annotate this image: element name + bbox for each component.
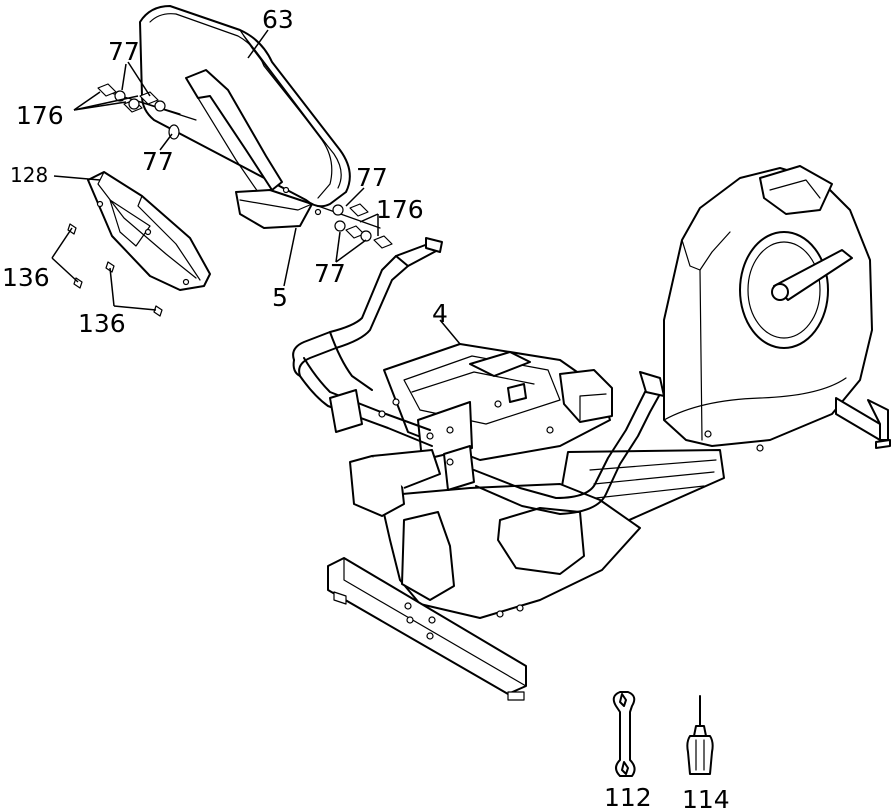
callout-5: 5 — [272, 283, 288, 312]
frame-body — [380, 484, 640, 618]
bolt-icon — [374, 236, 392, 248]
callout-77-right: 77 — [356, 163, 388, 192]
callout-77-right-lower: 77 — [314, 259, 346, 288]
callout-4: 4 — [432, 299, 448, 328]
callout-114: 114 — [682, 785, 730, 810]
callout-128: 128 — [10, 163, 48, 187]
callout-176-right: 176 — [376, 195, 424, 224]
screw-icon — [154, 306, 162, 316]
callout-77-top: 77 — [108, 37, 140, 66]
callout-77-left: 77 — [142, 147, 174, 176]
callout-136-a: 136 — [2, 263, 50, 292]
bolt-icon — [350, 204, 368, 216]
wrench-icon — [614, 692, 635, 776]
washer-icon — [155, 101, 165, 111]
rear-cover — [88, 172, 210, 290]
washer-icon — [335, 221, 345, 231]
callout-63: 63 — [262, 5, 294, 34]
seat-back-pad — [140, 6, 350, 206]
washer-icon — [361, 231, 371, 241]
callout-176-left: 176 — [16, 101, 64, 130]
callout-136-b: 136 — [78, 309, 126, 338]
callout-labels: 63 77 176 77 128 136 136 5 77 176 77 4 1… — [2, 5, 730, 810]
callout-112: 112 — [604, 783, 652, 810]
screwdriver-icon — [687, 696, 712, 774]
rear-stabilizer — [836, 398, 890, 448]
washer-icon — [129, 99, 139, 109]
washer-icon — [333, 205, 343, 215]
